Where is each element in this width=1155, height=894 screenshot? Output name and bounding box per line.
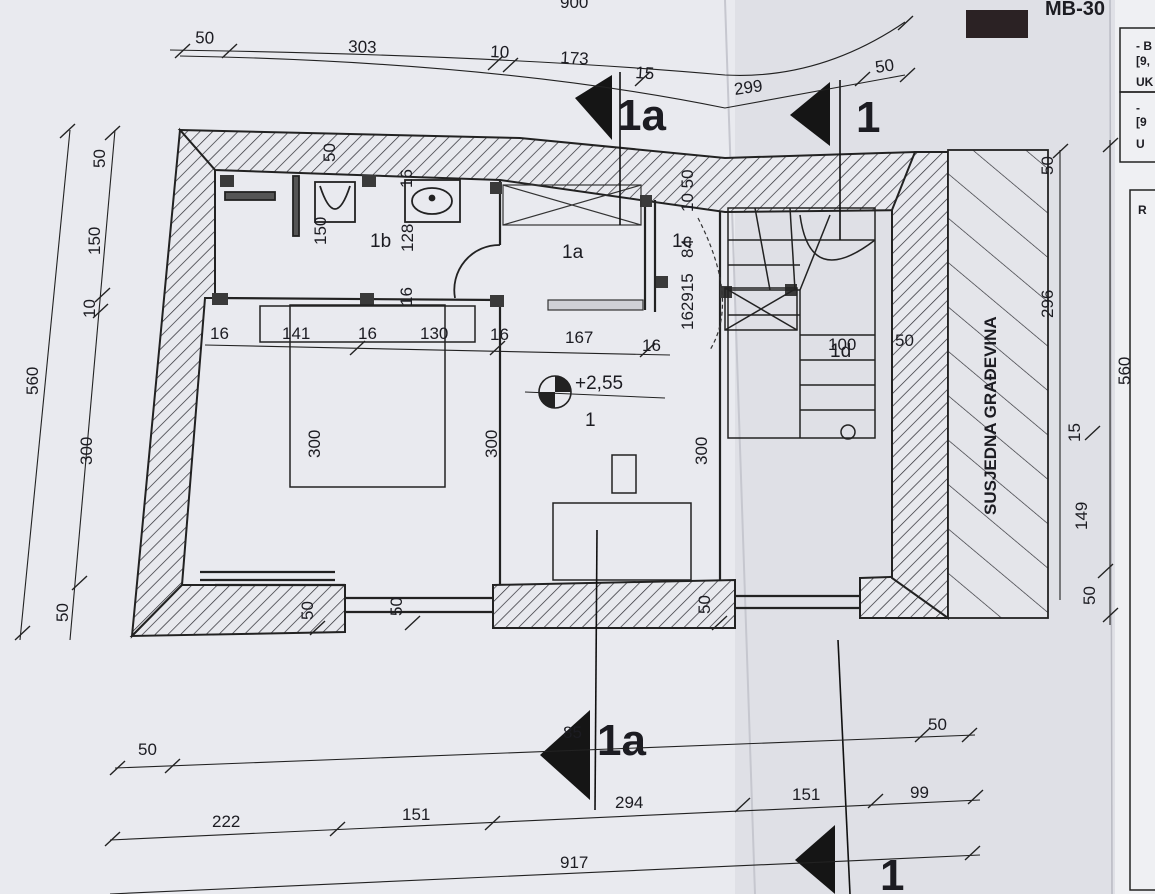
level-value: +2,55 [575, 373, 623, 394]
dim-left-e: 50 [53, 603, 72, 622]
dim-int-16a: 16 [210, 324, 229, 343]
dim-int-167: 167 [565, 328, 593, 347]
room-label-1b: 1b [370, 231, 391, 252]
legend-fragment-3: UK [1136, 75, 1154, 89]
dim-bot-c4: 151 [792, 785, 820, 804]
dim-top-overall: 900 [560, 0, 588, 12]
dim-top-f: 299 [733, 76, 764, 99]
dim-bot-d: 85 [563, 723, 582, 742]
section-markers [540, 75, 835, 894]
legend-fragment-1: - B [1136, 39, 1152, 53]
legend-fragment-6: U [1136, 137, 1145, 151]
dim-right-a: 50 [1038, 156, 1057, 175]
dim-bot-b: 50 [928, 715, 947, 734]
section-label-top-right: 1 [856, 93, 880, 142]
chair [611, 454, 637, 494]
dim-right-e: 50 [1080, 586, 1099, 605]
level-marker [524, 375, 666, 409]
washbasin [404, 179, 461, 223]
dim-top-b: 303 [348, 37, 377, 57]
material-legend-label: MB-30 [1045, 0, 1105, 20]
dim-right-b: 296 [1038, 290, 1057, 318]
dim-int-16b: 16 [358, 324, 377, 343]
dim-int-84: 84 [678, 239, 697, 258]
dim-top-c: 10 [490, 42, 510, 62]
dim-top-d: 173 [560, 48, 589, 68]
side-legend-table: - B [9, UK - [9 U R [1119, 27, 1155, 891]
section-marker-bottom-right [795, 825, 835, 894]
dim-int-130: 130 [420, 324, 448, 343]
wardrobe [259, 305, 476, 343]
bed-outline [289, 304, 446, 488]
section-marker-bottom-left [540, 710, 590, 800]
dim-int-50e: 50 [895, 331, 914, 350]
dimension-lines [14, 15, 1119, 894]
neighbour-building-label: SUSJEDNA GRAĐEVINA [981, 316, 1000, 515]
dim-bot-c2: 151 [402, 805, 430, 824]
section-label-bottom-right: 1 [880, 851, 904, 894]
dim-int-100: 100 [828, 335, 856, 354]
dim-left-overall: 560 [23, 367, 42, 395]
dim-left-d: 300 [77, 437, 96, 465]
toilet [314, 181, 356, 223]
radiator [224, 191, 276, 201]
dim-int-50a: 50 [320, 143, 339, 162]
staircase [724, 207, 876, 440]
room-label-1c: 1c [672, 231, 692, 252]
dim-top-e: 15 [635, 63, 655, 83]
dim-int-16c: 16 [490, 325, 509, 344]
dim-int-300c: 300 [692, 437, 711, 465]
section-marker-top-right [790, 82, 830, 146]
bathroom-fixtures [224, 175, 501, 299]
dim-int-50d: 50 [695, 595, 714, 614]
legend-fragment-4: - [1136, 101, 1140, 115]
dim-int-16e: 16 [397, 169, 416, 188]
dim-bot-c5: 99 [910, 783, 929, 802]
legend-fragment-5: [9 [1136, 115, 1147, 129]
dim-int-128: 128 [398, 224, 417, 252]
paper-fold [724, 0, 756, 894]
room-label-1: 1 [585, 410, 596, 431]
interior-partitions [200, 180, 860, 614]
dim-int-16d: 16 [642, 336, 661, 355]
dim-int-141: 141 [282, 324, 310, 343]
neighbour-building-strip [947, 149, 1049, 619]
section-label-top-left: 1a [617, 91, 666, 140]
dim-right-c: 15 [1065, 423, 1084, 442]
dim-int-50b: 50 [298, 601, 317, 620]
dim-bot-c3: 294 [615, 793, 643, 812]
dim-top-g: 50 [874, 56, 895, 77]
furniture [259, 304, 692, 581]
dim-int-16f: 16 [397, 287, 416, 306]
hallway-1a-crossed-box [502, 184, 724, 351]
room-label-1d: 1d [830, 341, 851, 362]
dim-right-overall: 560 [1115, 357, 1134, 385]
structural-columns [212, 175, 797, 307]
section-marker-top-left [575, 75, 612, 140]
section-cut-lines [594, 72, 851, 894]
section-label-bottom-left: 1a [597, 716, 646, 765]
dim-bot-overall: 917 [560, 853, 588, 872]
dim-int-150: 150 [311, 217, 330, 245]
walls [129, 127, 949, 639]
dim-int-162915: 162915 [678, 273, 697, 330]
paper-edge [1115, 0, 1155, 894]
room-label-1a: 1a [562, 242, 584, 263]
legend-fragment-2: [9, [1136, 54, 1150, 68]
dim-bot-a: 50 [138, 740, 157, 759]
dim-right-d: 149 [1072, 502, 1091, 530]
dim-left-a: 50 [90, 149, 109, 168]
dim-bot-c1: 222 [212, 812, 240, 831]
dim-int-300a: 300 [305, 430, 324, 458]
dim-top-a: 50 [195, 28, 215, 48]
dim-left-c: 10 [80, 299, 99, 318]
material-legend-swatch [966, 10, 1028, 38]
table [552, 502, 692, 581]
dim-left-b: 150 [85, 227, 104, 255]
legend-fragment-7: R [1138, 203, 1147, 217]
dim-int-50c: 50 [387, 597, 406, 616]
dim-int-300b: 300 [482, 430, 501, 458]
dim-int-1050: 10 50 [678, 169, 697, 212]
